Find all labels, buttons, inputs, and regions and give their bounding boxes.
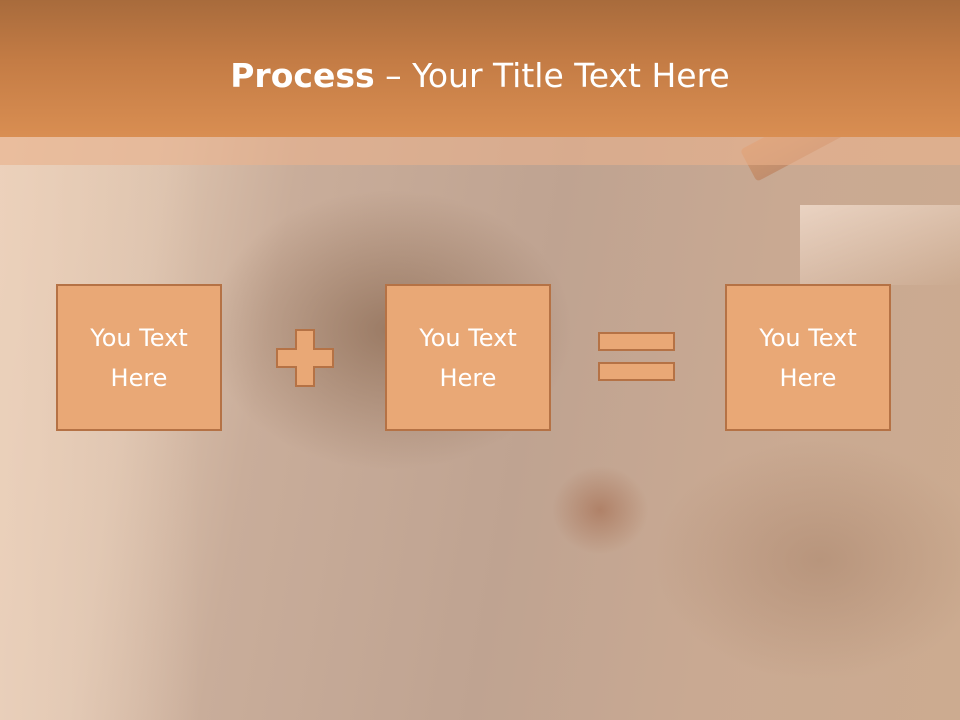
box-3-line-2: Here [779, 363, 837, 392]
background-light-area [0, 165, 200, 720]
process-box-2[interactable]: You Text Here [385, 284, 551, 431]
process-box-1[interactable]: You Text Here [56, 284, 222, 431]
title-bold: Process [230, 56, 375, 95]
box-3-line-1: You Text [759, 323, 857, 352]
background-highlight [800, 205, 960, 285]
plus-icon [276, 329, 334, 387]
box-2-line-2: Here [439, 363, 497, 392]
equals-icon-bottom-bar [598, 362, 675, 381]
box-1-line-1: You Text [90, 323, 188, 352]
title-bar [0, 0, 960, 137]
title-rest: – Your Title Text Here [374, 56, 730, 95]
box-2-line-1: You Text [419, 323, 517, 352]
box-1-line-2: Here [110, 363, 168, 392]
slide-title[interactable]: Process – Your Title Text Here [0, 54, 960, 98]
title-bar-strip [0, 137, 960, 165]
equals-icon-top-bar [598, 332, 675, 351]
process-box-3[interactable]: You Text Here [725, 284, 891, 431]
